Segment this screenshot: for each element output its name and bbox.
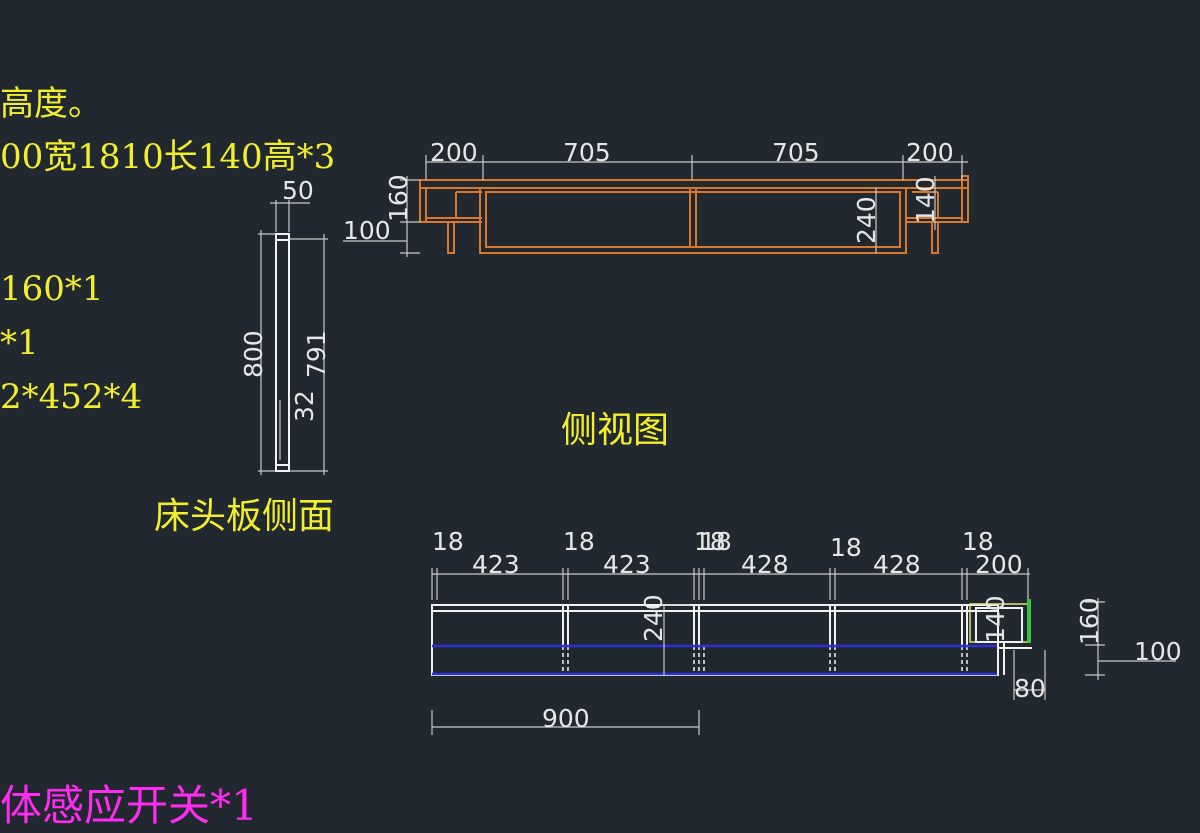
front-dim-offset-80: 80 — [1014, 674, 1046, 703]
green-marker — [1027, 599, 1031, 643]
front-dim-w1: 423 — [472, 550, 520, 579]
front-dim-t3b: 18 — [700, 527, 732, 556]
front-dim-t1: 18 — [432, 527, 464, 556]
front-dim-t2: 18 — [563, 527, 595, 556]
front-dim-total-900: 900 — [542, 704, 590, 733]
side-view-title: 侧视图 — [561, 410, 669, 451]
note-sensor-switch: 体感应开关*1 — [0, 781, 258, 830]
side-dim-705-b: 705 — [772, 138, 820, 167]
headboard-board — [275, 233, 290, 472]
front-frame — [431, 604, 999, 676]
front-dim-t5: 18 — [962, 527, 994, 556]
headboard-small-label: 32 — [290, 390, 319, 422]
side-dim-left-200: 200 — [430, 138, 478, 167]
note-board-spec: 00宽1810长140高*3 — [0, 137, 335, 177]
headboard-height-label: 800 — [239, 330, 268, 378]
front-dim-w5: 200 — [975, 550, 1023, 579]
front-dim-t3: 18 — [694, 527, 726, 556]
note-height: 高度。 — [0, 84, 102, 124]
front-dim-w4: 428 — [873, 550, 921, 579]
headboard-side-title: 床头板侧面 — [154, 496, 334, 537]
side-dim-705-a: 705 — [563, 138, 611, 167]
side-dim-inner-240: 240 — [852, 196, 881, 244]
note-spec-1: *1 — [0, 323, 39, 363]
front-dim-w2: 423 — [603, 550, 651, 579]
side-dim-right-200: 200 — [906, 138, 954, 167]
front-dim-t4: 18 — [830, 533, 862, 562]
front-view-drawing: 18 18 18 18 18 18 423 423 428 428 200 — [431, 527, 1182, 735]
front-dim-inner-140: 140 — [981, 595, 1010, 643]
front-dim-right-100: 100 — [1134, 637, 1182, 666]
side-dim-height-160: 160 — [384, 174, 413, 222]
headboard-thickness-label: 50 — [282, 176, 314, 205]
front-dim-w3: 428 — [741, 550, 789, 579]
headboard-side-drawing: 50 800 791 32 床头板侧面 — [154, 176, 334, 537]
side-dim-height-140: 140 — [911, 176, 940, 224]
annotation-notes: 高度。 00宽1810长140高*3 160*1 *1 2*452*4 体感应开… — [0, 84, 335, 830]
side-view-drawing: 200 705 705 200 160 100 240 140 侧视图 — [343, 138, 969, 451]
front-dim-right-160: 160 — [1075, 597, 1104, 645]
note-spec-160: 160*1 — [0, 269, 104, 309]
front-dim-height-240: 240 — [639, 594, 668, 642]
note-spec-452: 2*452*4 — [0, 377, 142, 417]
side-dim-leg-100: 100 — [343, 216, 391, 245]
headboard-inner-height-label: 791 — [302, 330, 331, 378]
